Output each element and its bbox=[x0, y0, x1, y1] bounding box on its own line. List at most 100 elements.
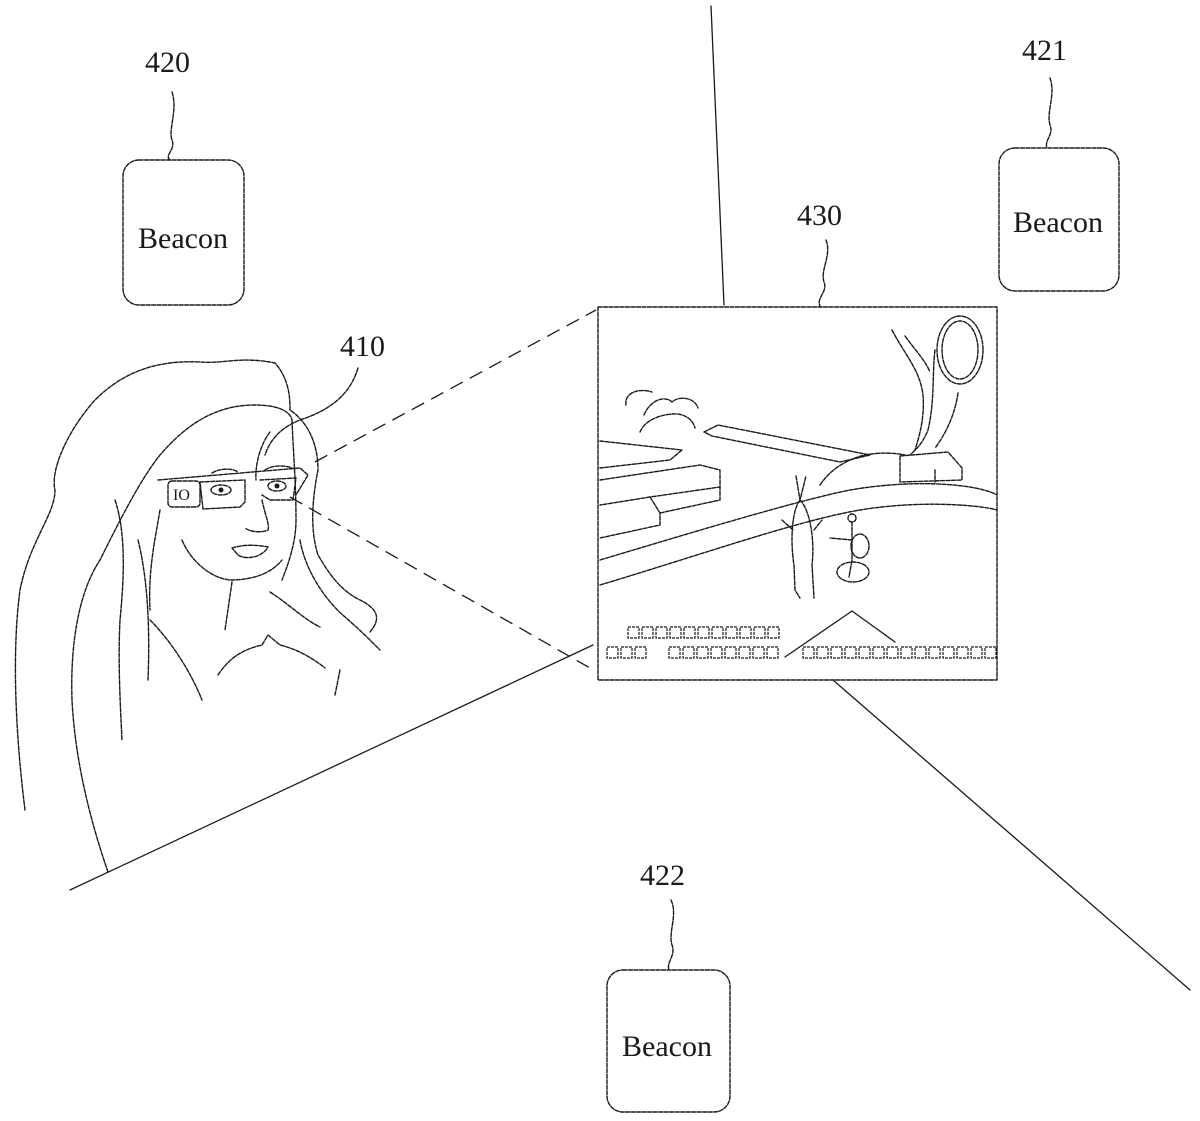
projection-lines bbox=[290, 310, 596, 668]
jawline bbox=[182, 540, 282, 580]
portal-ring-inner bbox=[942, 321, 978, 379]
leader-line-421 bbox=[1046, 78, 1052, 148]
hair-outline bbox=[15, 360, 376, 810]
tree-beam bbox=[935, 393, 958, 448]
rabbit-character bbox=[792, 476, 814, 598]
beacon-label-421: Beacon bbox=[1013, 206, 1103, 239]
hud-box-row2-right bbox=[943, 647, 954, 658]
bush-top bbox=[644, 398, 698, 415]
hud-box-row2-right bbox=[957, 647, 968, 658]
virtual-screen-430 bbox=[598, 307, 997, 680]
hair-strand-2 bbox=[138, 540, 149, 680]
hud-box-row1 bbox=[628, 627, 639, 638]
shirt-fold-left bbox=[150, 620, 202, 700]
hud-box-row1 bbox=[726, 627, 737, 638]
hud-box-row2-mid bbox=[753, 647, 764, 658]
hair-strand-1 bbox=[115, 500, 123, 740]
hud-box-row2-right bbox=[831, 647, 842, 658]
hud-box-row2-mid bbox=[711, 647, 722, 658]
knight-body bbox=[830, 522, 852, 577]
knight-shield bbox=[851, 534, 869, 558]
hud-box-row2-right bbox=[873, 647, 884, 658]
screen-frame bbox=[598, 307, 997, 680]
hud-box-row2-right bbox=[929, 647, 940, 658]
ref-label-421: 421 bbox=[1022, 34, 1067, 67]
hud-box-row2-right bbox=[803, 647, 814, 658]
hud-box-row2-right bbox=[817, 647, 828, 658]
hud-box-row2-mid bbox=[767, 647, 778, 658]
tree-branch bbox=[905, 336, 930, 372]
hill bbox=[820, 453, 905, 485]
hud-box-row2-mid bbox=[683, 647, 694, 658]
hud-box-row2-mid bbox=[669, 647, 680, 658]
hud-box-row2-right bbox=[845, 647, 856, 658]
beacon-label-422: Beacon bbox=[622, 1030, 712, 1063]
shirt-fold-right bbox=[335, 670, 340, 695]
pupil-left bbox=[219, 488, 224, 493]
beacon-label-420: Beacon bbox=[138, 222, 228, 255]
room-edge-top bbox=[711, 6, 724, 305]
hud-box-row1 bbox=[768, 627, 779, 638]
room-edge-left bbox=[70, 645, 593, 890]
hair-part bbox=[256, 432, 270, 480]
hud-box-row2-right bbox=[859, 647, 870, 658]
tree-trunk-left bbox=[892, 330, 923, 450]
bush-base bbox=[640, 414, 695, 432]
beacon-420: 420 Beacon bbox=[123, 46, 244, 305]
hud-box-row2-left bbox=[607, 647, 618, 658]
room-edge-right bbox=[833, 680, 1190, 990]
hud-box-row1 bbox=[698, 627, 709, 638]
hud-box-row1 bbox=[712, 627, 723, 638]
mouth bbox=[232, 545, 268, 557]
user-with-smart-glasses: IO bbox=[15, 360, 380, 872]
shirt-collar bbox=[218, 635, 325, 675]
hud-box-row2-mid bbox=[739, 647, 750, 658]
leader-line-422 bbox=[668, 900, 673, 970]
neck-left bbox=[225, 582, 232, 630]
ref-label-410: 410 bbox=[340, 330, 385, 363]
building-top bbox=[600, 465, 720, 505]
box-platform bbox=[900, 452, 962, 482]
hud-box-row2-mid bbox=[725, 647, 736, 658]
platform-left bbox=[600, 441, 682, 468]
hud-box-row1 bbox=[670, 627, 681, 638]
beacon-421: 421 Beacon bbox=[999, 34, 1119, 291]
nose bbox=[245, 500, 268, 532]
hud-box-row2-right bbox=[887, 647, 898, 658]
portal-ring-outer bbox=[937, 316, 983, 384]
hud-box-row2-mid bbox=[697, 647, 708, 658]
hud-box-row1 bbox=[642, 627, 653, 638]
ref-label-422: 422 bbox=[640, 859, 685, 892]
hud-box-row2-right bbox=[971, 647, 982, 658]
knight-head bbox=[848, 514, 856, 522]
room-boundary-lines bbox=[70, 6, 1190, 990]
rabbit-arms bbox=[782, 520, 822, 530]
pupil-right bbox=[275, 484, 280, 489]
hair-strand-right bbox=[300, 540, 380, 650]
hud-box-row2-right bbox=[901, 647, 912, 658]
projection-line-lower bbox=[290, 497, 590, 668]
hud-box-row1 bbox=[656, 627, 667, 638]
knight-shadow bbox=[837, 562, 869, 582]
ref-label-430: 430 bbox=[797, 199, 842, 232]
hud-box-row1 bbox=[684, 627, 695, 638]
leader-line-420 bbox=[168, 92, 174, 160]
leader-line-430 bbox=[819, 240, 828, 306]
hair-strand-3 bbox=[150, 510, 160, 610]
hud-chevron bbox=[785, 611, 895, 657]
leader-line-410 bbox=[265, 368, 358, 455]
beacon-422: 422 Beacon bbox=[607, 859, 730, 1112]
platform-plank bbox=[704, 425, 870, 462]
hud-box-row2-left bbox=[635, 647, 646, 658]
collar-right bbox=[270, 592, 320, 627]
hud-box-row1 bbox=[754, 627, 765, 638]
hud-box-row1 bbox=[740, 627, 751, 638]
ref-label-420: 420 bbox=[145, 46, 190, 79]
hud-box-row2-right bbox=[915, 647, 926, 658]
hud-box-row2-left bbox=[621, 647, 632, 658]
glasses-side-mark: IO bbox=[173, 487, 190, 504]
hud-text-blocks bbox=[607, 627, 996, 658]
eyebrow-left bbox=[212, 469, 238, 473]
bush-top-left bbox=[626, 391, 652, 405]
